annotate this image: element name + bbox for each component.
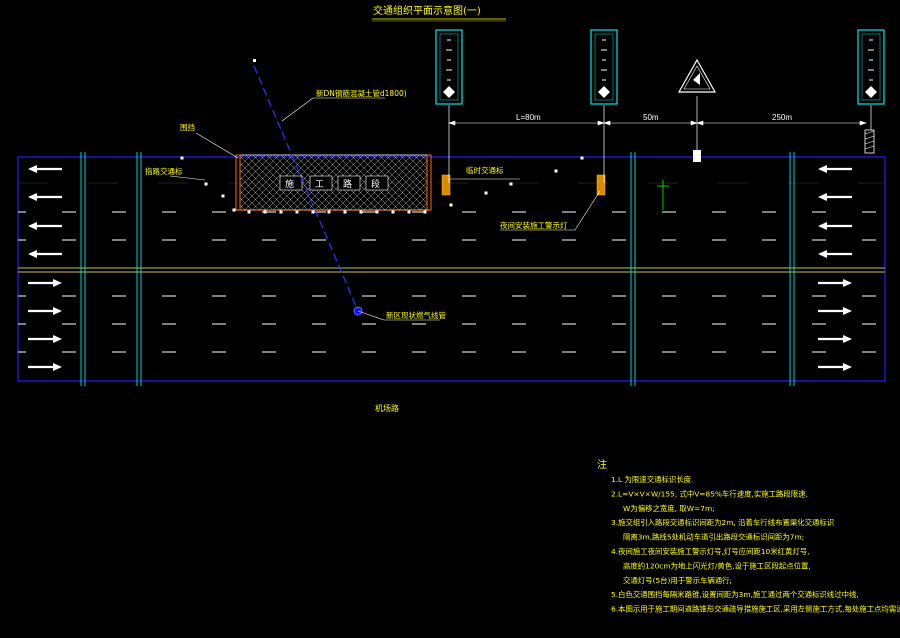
- sign-2: [590, 29, 618, 183]
- cone-icon: [509, 182, 513, 186]
- centerline: [18, 267, 885, 273]
- cone-icon: [449, 203, 453, 207]
- work-zone-label-3: 路: [343, 178, 352, 190]
- green-marker: [657, 180, 669, 210]
- lane-lines: [18, 211, 885, 353]
- cone-icon: [247, 210, 251, 214]
- arrow-left-icon: [818, 193, 852, 201]
- arrow-left-icon: [28, 193, 62, 201]
- note-line: W为偏移之宽度, 取W=7m;: [623, 504, 715, 513]
- cross-separators: [80, 152, 795, 386]
- work-zone-label-1: 施: [285, 178, 294, 190]
- note-line: 6.本图示用于施工期间道路锥形交通疏导措施施工区,采用左侧施工方式,每处施工点均…: [611, 605, 900, 614]
- road-outline: [17, 156, 886, 382]
- arrow-right-icon: [28, 363, 62, 371]
- note-line: 5.白色交通围挡每隔米路锥,设置间距为3m,施工通过两个交通标识线过中线,: [611, 590, 859, 599]
- cone-icon: [554, 169, 558, 173]
- cone-icon: [580, 156, 584, 160]
- cone-icon: [375, 210, 379, 214]
- arrow-left-icon: [28, 165, 62, 173]
- dimension-3: 250m: [772, 113, 792, 122]
- cone-icon: [407, 210, 411, 214]
- traffic-cones: [180, 156, 584, 214]
- note-line: 高度约120cm为地上闪光灯/黄色,设于施工区段起点位置,: [623, 561, 811, 570]
- dimension-1: L=80m: [516, 113, 541, 122]
- arrow-right-icon: [28, 279, 62, 287]
- arrow-right-icon: [818, 335, 852, 343]
- existing-leader: [357, 310, 385, 321]
- dimension-2: 50m: [643, 113, 659, 122]
- cone-icon: [343, 210, 347, 214]
- arrow-right-icon: [818, 279, 852, 287]
- guide-sign-left-callout: 指路交通标: [145, 166, 183, 176]
- cone-icon: [391, 210, 395, 214]
- cone-icon: [204, 182, 208, 186]
- dimension-lines: [448, 120, 867, 126]
- arrow-right-icon: [28, 307, 62, 315]
- notes-heading: 注: [597, 458, 607, 471]
- cone-icon: [232, 208, 236, 212]
- cone-icon: [327, 210, 331, 214]
- direction-arrows: [28, 165, 852, 371]
- existing-callout: 新区现状燃气线管: [386, 310, 446, 320]
- note-line: 3.施交组引入路段交通标识间距为2m, 沿着车行线布置渠化交通标识: [611, 518, 834, 527]
- guide-sign-right-callout: 临时交通标: [466, 165, 504, 175]
- cone-icon: [279, 210, 283, 214]
- arrow-left-icon: [818, 250, 852, 258]
- drawing-title: 交通组织平面示意图(一): [373, 4, 481, 17]
- note-line: 隔离3m,路线5处机动车道引出路段交通标识间距为7m;: [623, 533, 804, 542]
- road-label: 机场路: [375, 403, 399, 413]
- note-line: 交通灯号(5台)用于警示车辆通行;: [623, 576, 732, 585]
- night-light-callout: 夜间安装施工警示灯: [500, 220, 568, 230]
- pipe-leader: [281, 97, 314, 122]
- sign-4: [857, 29, 885, 130]
- cone-icon: [484, 191, 488, 195]
- work-zone-label-2: 工: [315, 180, 324, 190]
- cone-icon: [423, 210, 427, 214]
- sign-1: [435, 29, 463, 183]
- cone-icon: [359, 210, 363, 214]
- notes-block: 1.L 为限速交通标识长度. 2.L=V×V×W/155, 式中V=85%车行速度…: [611, 475, 900, 614]
- barrier-post-1: [441, 174, 451, 196]
- arrow-left-icon: [28, 222, 62, 230]
- arrow-right-icon: [818, 307, 852, 315]
- fence-callout: 围挡: [180, 122, 195, 132]
- arrow-right-icon: [28, 335, 62, 343]
- note-line: 4.夜间施工夜间安装施工警示灯号,灯号应间距10米红黄灯号,: [611, 547, 810, 556]
- work-zone-label-4: 段: [371, 178, 380, 190]
- note-line: 2.L=V×V×W/155, 式中V=85%车行速度,实施工路段限速,: [611, 489, 808, 498]
- arrow-left-icon: [818, 165, 852, 173]
- cone-icon: [263, 210, 267, 214]
- arrow-left-icon: [818, 222, 852, 230]
- sign-3-warning: [677, 58, 717, 162]
- barrier-post-3: [864, 129, 875, 154]
- barrier-post-2: [596, 174, 606, 196]
- work-zone: 施 工 路 段: [235, 154, 432, 211]
- pipe-line: [253, 65, 359, 312]
- cone-icon: [295, 210, 299, 214]
- arrow-left-icon: [28, 250, 62, 258]
- guide-sign-left-leader: [169, 175, 206, 181]
- fence-leader: [195, 132, 239, 159]
- note-line: 1.L 为限速交通标识长度.: [611, 475, 693, 484]
- cone-icon: [180, 156, 184, 160]
- cone-icon: [311, 210, 315, 214]
- pipe-callout: 新DN钢筋混凝土管d1800): [316, 88, 407, 98]
- cone-icon: [221, 194, 225, 198]
- arrow-right-icon: [818, 363, 852, 371]
